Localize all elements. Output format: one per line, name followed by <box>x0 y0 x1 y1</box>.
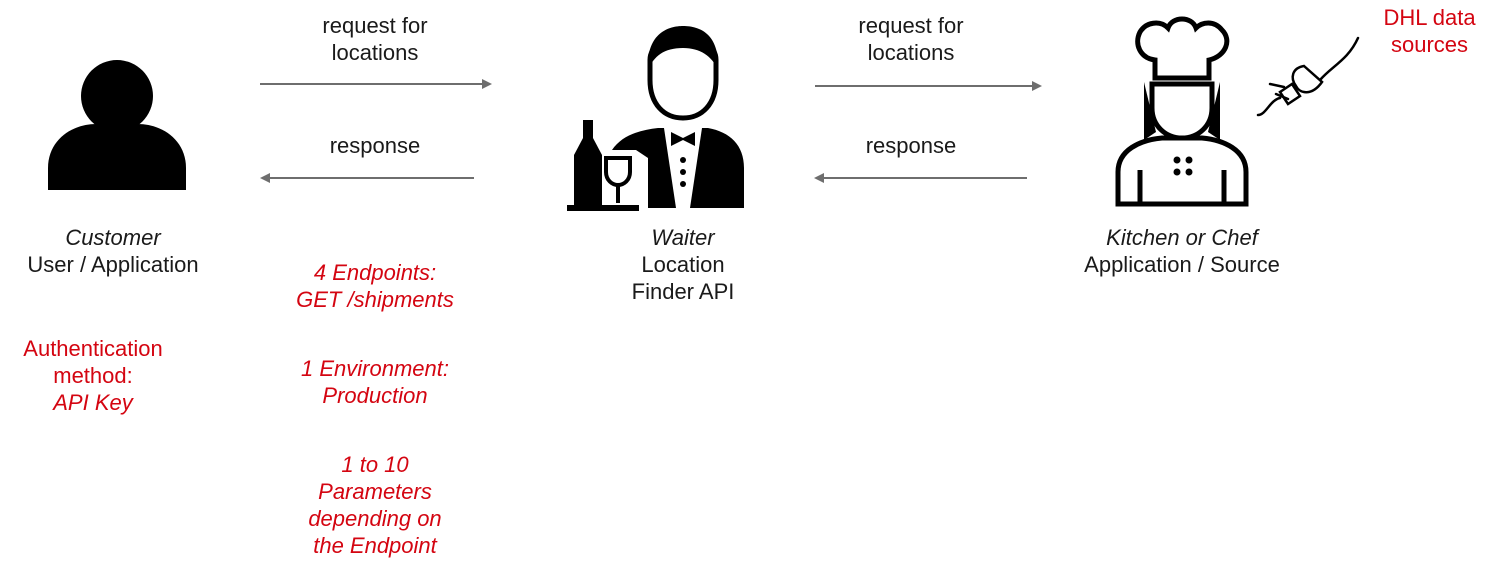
environment-note: 1 Environment: Production <box>262 355 488 409</box>
data-sources-label: DHL data sources <box>1362 4 1497 58</box>
chef-desc: Application / Source <box>1084 252 1280 277</box>
customer-role: Customer <box>65 225 161 250</box>
endpoints-note: 4 Endpoints: GET /shipments <box>262 259 488 313</box>
customer-desc: User / Application <box>27 252 199 277</box>
request-label-2-line2: locations <box>867 40 955 65</box>
data-sources-line2: sources <box>1390 32 1469 57</box>
environment-line1: 1 Environment: <box>301 356 449 381</box>
parameters-line2: Parameters <box>318 479 432 504</box>
auth-line1: Authentication <box>23 336 163 361</box>
chef-role: Kitchen or Chef <box>1106 225 1258 250</box>
parameters-line1: 1 to 10 <box>341 452 409 477</box>
endpoints-line1: 4 Endpoints: <box>313 260 437 285</box>
waiter-desc-line2: Finder API <box>631 279 735 304</box>
request-label-2: request for locations <box>798 12 1024 66</box>
parameters-note: 1 to 10 Parameters depending on the Endp… <box>262 451 488 559</box>
response-label-2: response <box>865 133 957 158</box>
request-label-1-line2: locations <box>331 40 419 65</box>
auth-method: Authentication method: API Key <box>0 335 186 416</box>
customer-label: Customer User / Application <box>0 224 226 278</box>
endpoints-line2: GET /shipments <box>296 287 454 312</box>
request-label-2-line1: request for <box>858 13 964 38</box>
response-label-1: response <box>329 133 421 158</box>
environment-line2: Production <box>322 383 428 408</box>
data-sources-line1: DHL data <box>1383 5 1476 30</box>
waiter-label: Waiter Location Finder API <box>560 224 806 305</box>
waiter-desc-line1: Location <box>641 252 725 277</box>
request-label-1: request for locations <box>262 12 488 66</box>
chef-label: Kitchen or Chef Application / Source <box>1050 224 1314 278</box>
auth-value: API Key <box>53 390 133 415</box>
parameters-line3: depending on <box>308 506 442 531</box>
waiter-role: Waiter <box>651 225 715 250</box>
parameters-line4: the Endpoint <box>313 533 437 558</box>
request-label-1-line1: request for <box>322 13 428 38</box>
auth-line2: method: <box>53 363 133 388</box>
